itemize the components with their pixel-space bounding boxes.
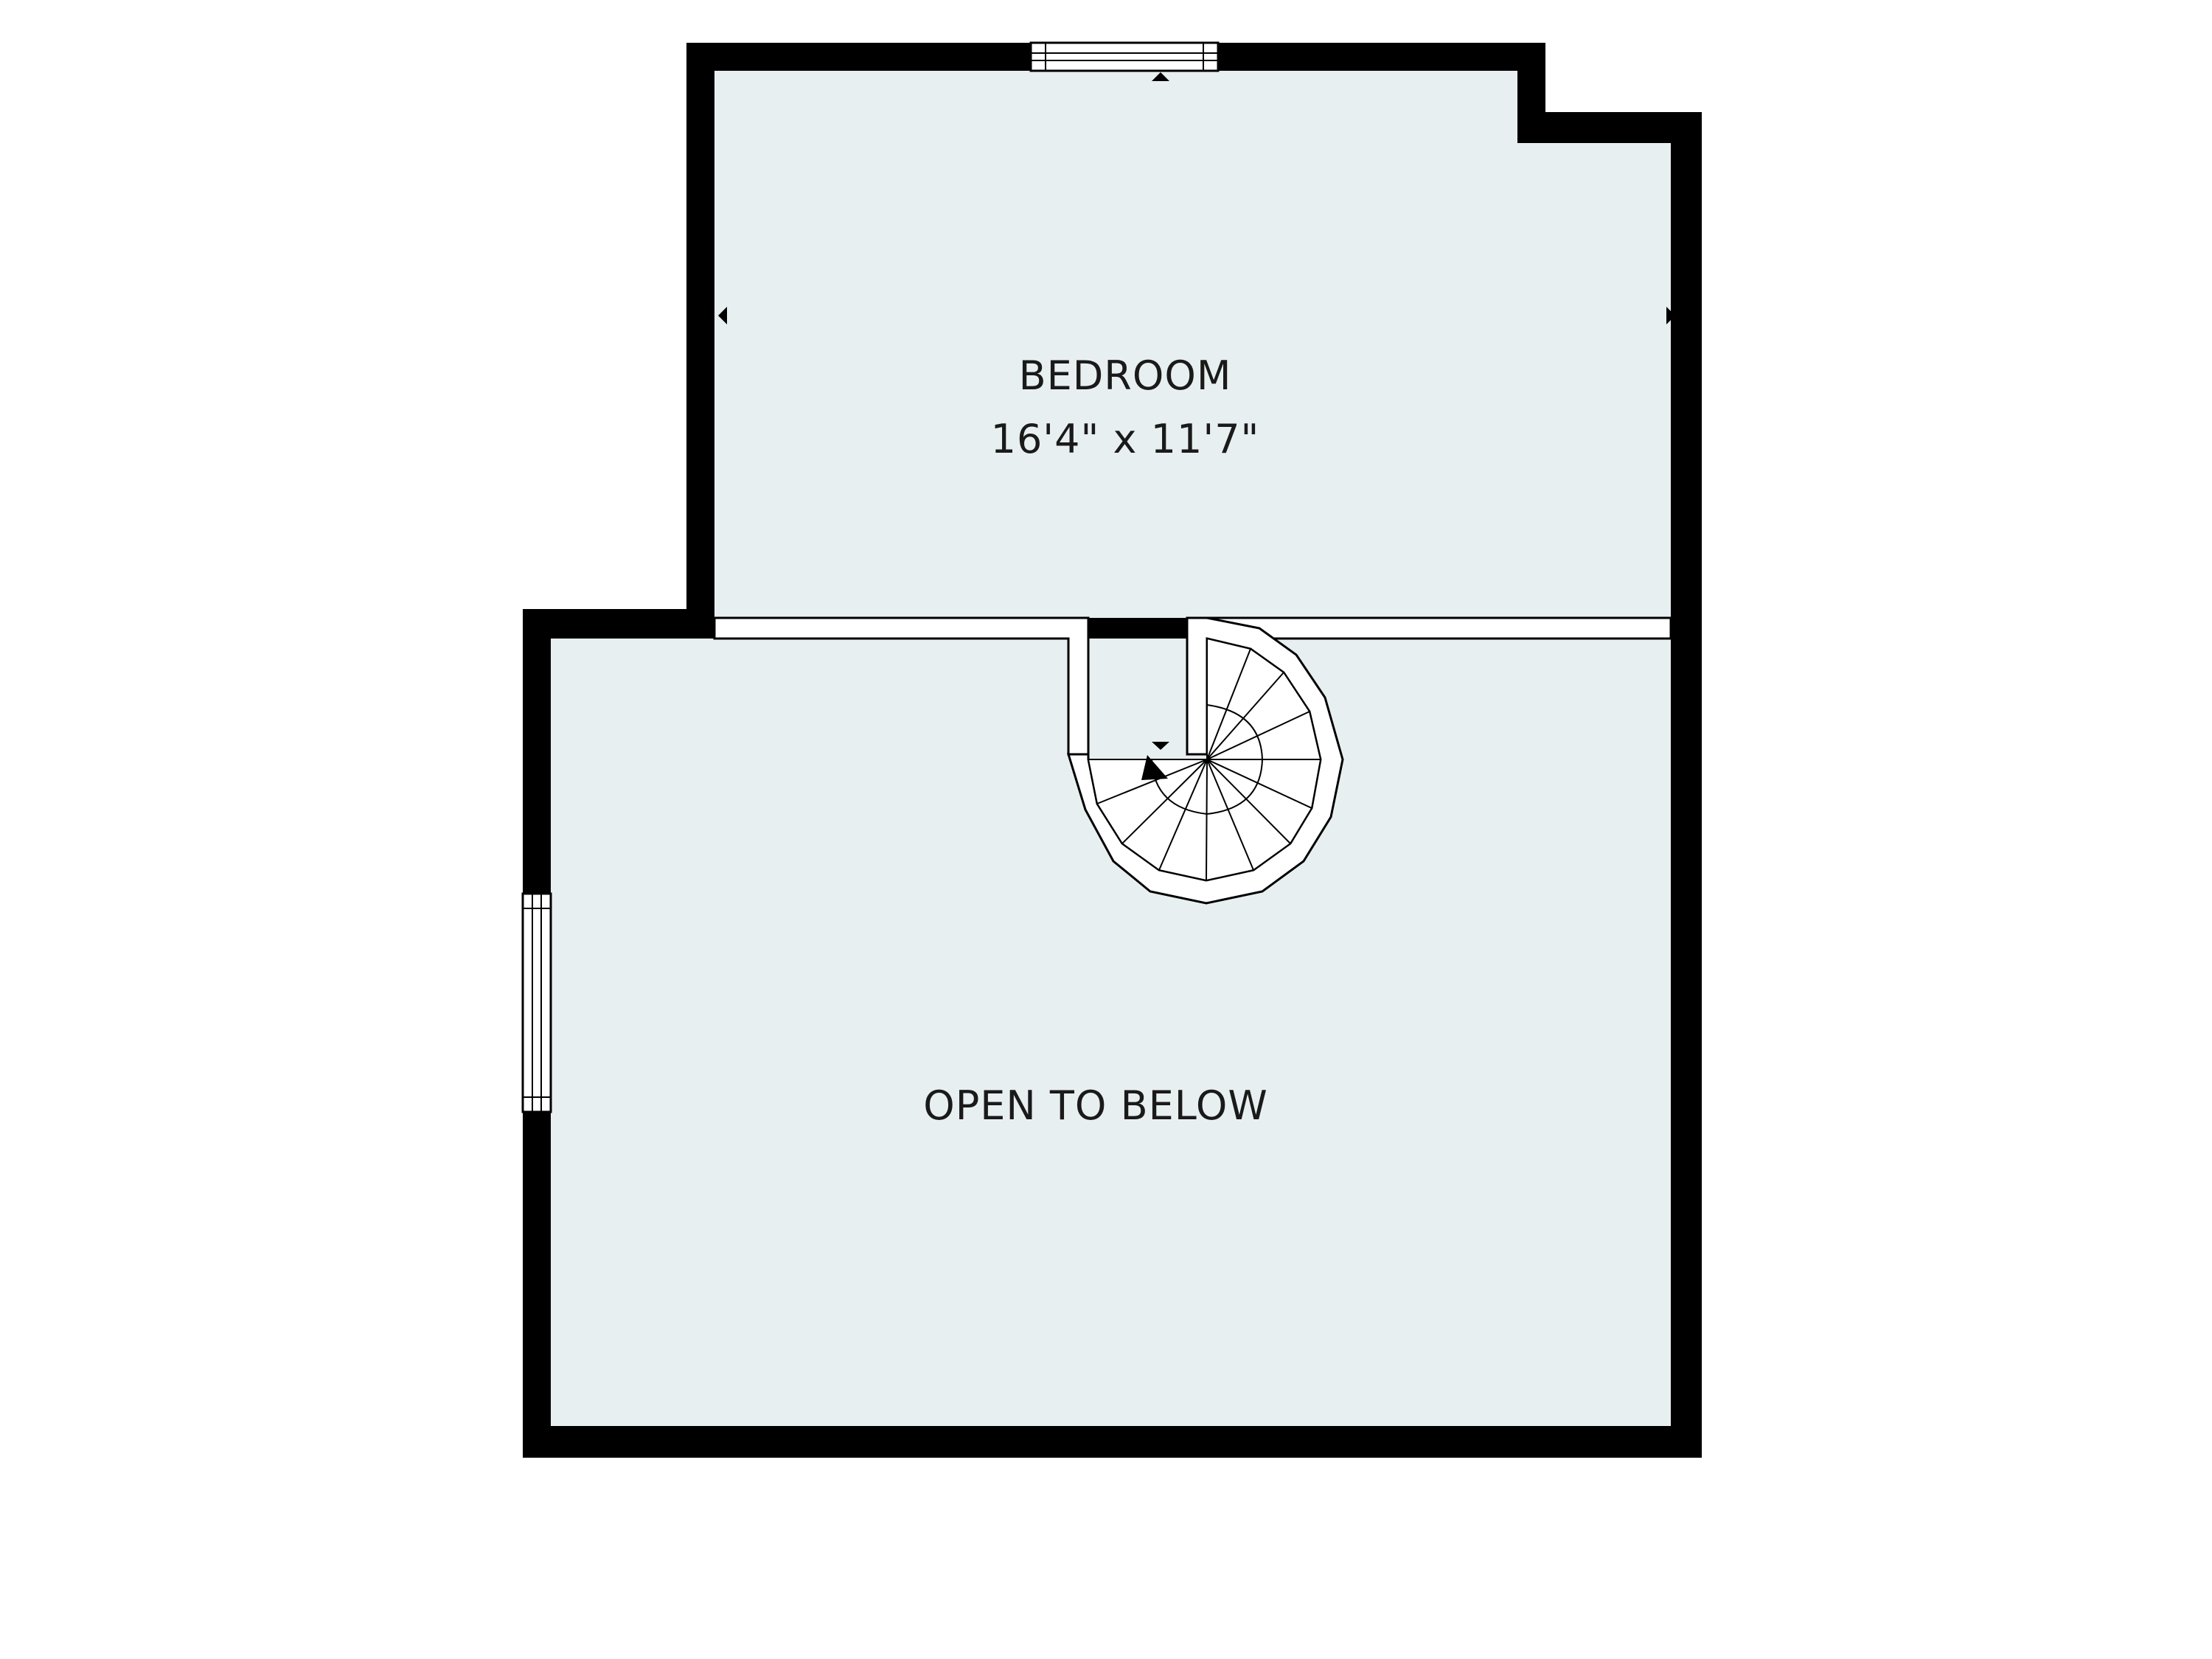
bedroom-floor — [714, 71, 1671, 618]
spiral-staircase — [1066, 616, 1344, 905]
bedroom-dimensions: 16'4" x 11'7" — [991, 416, 1260, 462]
arrow-up-icon — [1141, 755, 1168, 780]
window-top — [1029, 41, 1220, 72]
triangle-marker-icon — [718, 307, 727, 324]
triangle-marker-icon — [1152, 742, 1169, 750]
triangle-marker-icon — [1666, 307, 1675, 324]
window-left — [521, 892, 552, 1113]
triangle-marker-icon — [1152, 72, 1169, 81]
open-area-floor — [551, 639, 1671, 1426]
bedroom-name: BEDROOM — [1019, 352, 1232, 399]
open-area-name: OPEN TO BELOW — [923, 1082, 1268, 1129]
